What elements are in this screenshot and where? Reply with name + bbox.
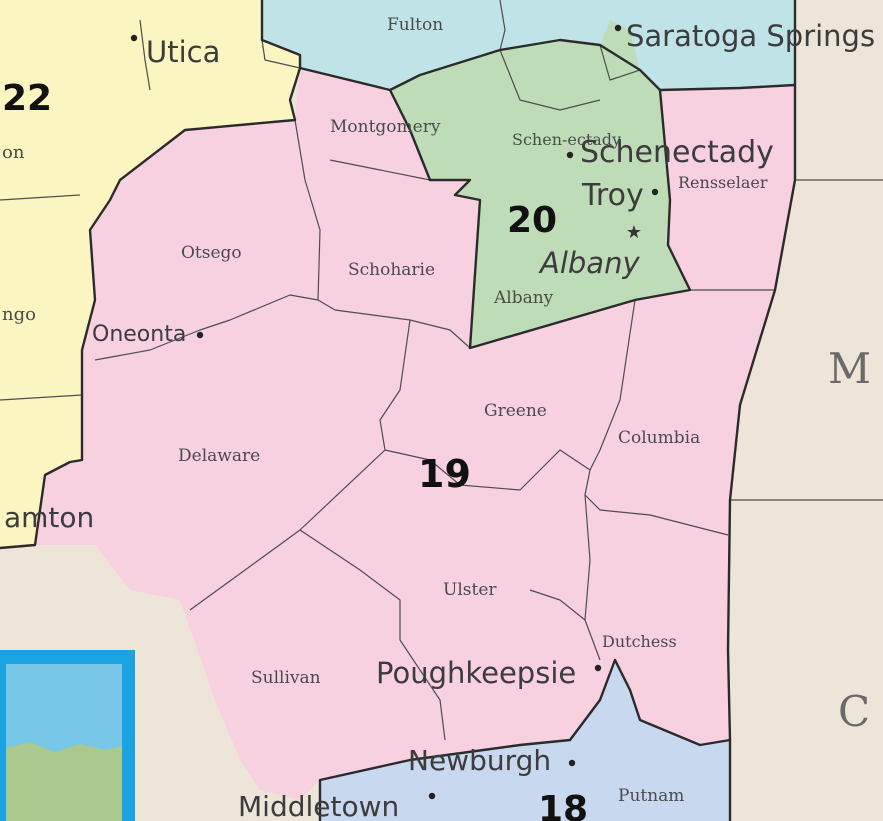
city-label-oneonta: Oneonta xyxy=(92,322,186,347)
county-labels: Fulton Montgomery Schen-ectady Rensselae… xyxy=(2,15,768,806)
district-label-18: 18 xyxy=(538,789,588,821)
city-label-albany: Albany xyxy=(538,246,640,280)
poughkeepsie-dot xyxy=(594,664,602,672)
city-label-saratoga-springs: Saratoga Springs xyxy=(626,19,875,53)
district-labels: 22 20 19 18 xyxy=(2,78,588,821)
city-label-utica: Utica xyxy=(146,35,220,69)
troy-dot xyxy=(651,188,659,196)
district-label-20: 20 xyxy=(507,200,557,241)
capital-star-icon: ★ xyxy=(626,222,642,243)
saratoga-dot xyxy=(614,24,622,32)
city-label-troy: Troy xyxy=(581,178,644,213)
county-label-west-edge-b: ngo xyxy=(2,304,36,325)
utica-dot xyxy=(130,34,138,42)
inset-map-land xyxy=(6,742,122,821)
state-label-massachusetts: M xyxy=(828,344,871,393)
city-label-newburgh: Newburgh xyxy=(408,744,551,777)
county-label-delaware: Delaware xyxy=(178,446,260,466)
oneonta-dot xyxy=(196,331,204,339)
district-20-area xyxy=(390,20,690,348)
district-18-area xyxy=(320,660,730,821)
city-markers: ★ xyxy=(130,24,659,800)
county-label-schoharie: Schoharie xyxy=(348,260,435,280)
newburgh-dot xyxy=(568,759,576,767)
county-label-otsego: Otsego xyxy=(181,243,242,263)
district-19-area xyxy=(35,68,795,800)
county-borders xyxy=(0,0,883,741)
county-label-sullivan: Sullivan xyxy=(251,668,321,688)
county-label-fulton: Fulton xyxy=(387,15,443,35)
city-labels: Utica Saratoga Springs Schenectady Troy … xyxy=(4,19,875,821)
county-label-ulster: Ulster xyxy=(443,580,497,600)
middletown-dot xyxy=(428,792,436,800)
county-label-rensselaer: Rensselaer xyxy=(678,173,768,192)
county-label-schenectady: Schen-ectady xyxy=(512,130,621,149)
county-label-albany: Albany xyxy=(493,288,554,308)
county-label-dutchess: Dutchess xyxy=(602,632,677,651)
district-borders xyxy=(0,0,797,821)
city-label-binghamton: amton xyxy=(4,501,94,534)
city-label-middletown: Middletown xyxy=(238,790,399,821)
county-label-greene: Greene xyxy=(484,401,547,421)
county-label-montgomery: Montgomery xyxy=(330,117,441,137)
city-label-poughkeepsie: Poughkeepsie xyxy=(376,656,576,690)
district-22-area xyxy=(0,0,300,548)
county-label-columbia: Columbia xyxy=(618,428,700,448)
district-label-22: 22 xyxy=(2,78,52,119)
county-label-putnam: Putnam xyxy=(618,786,684,806)
county-label-west-edge-a: on xyxy=(2,142,25,163)
city-label-schenectady: Schenectady xyxy=(580,135,774,170)
district-label-19: 19 xyxy=(418,452,471,496)
state-label-connecticut: C xyxy=(838,687,870,736)
state-labels: M C xyxy=(828,344,871,736)
schenectady-dot xyxy=(566,151,574,159)
